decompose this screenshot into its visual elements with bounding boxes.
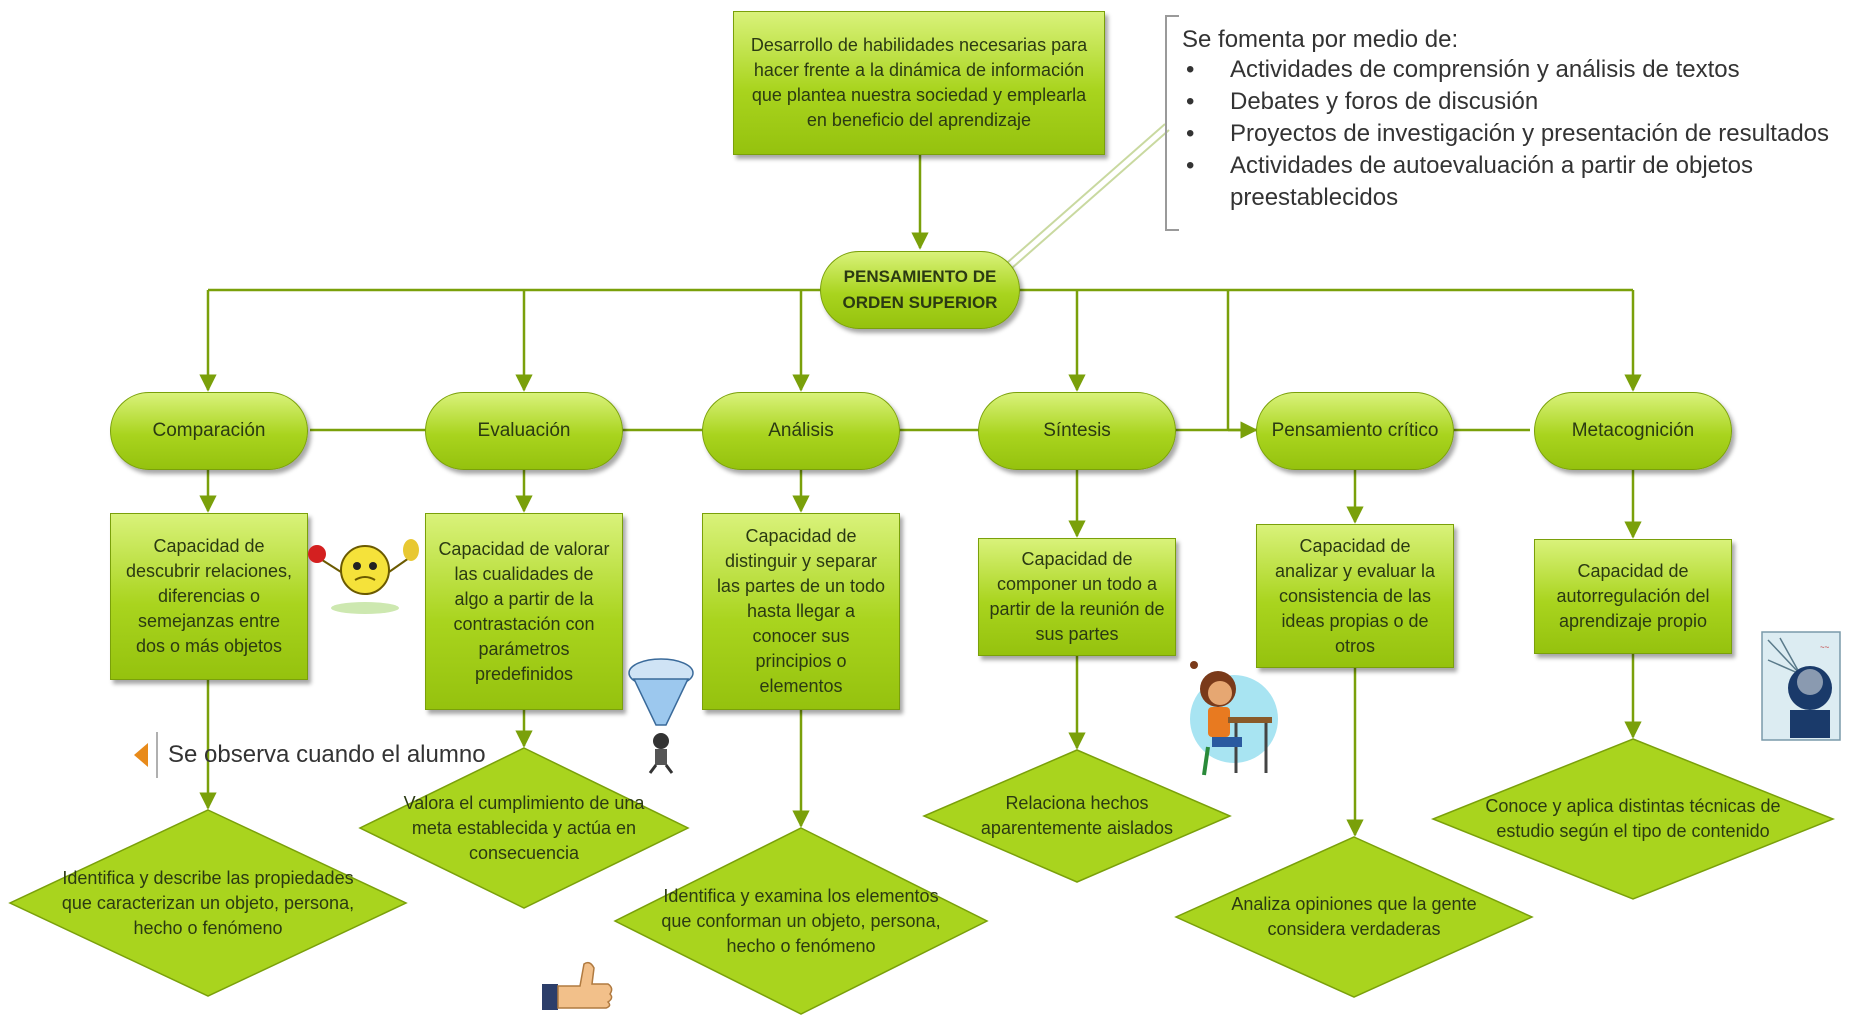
top-goal-text: Desarrollo de habilidades necesarias par… — [750, 35, 1088, 130]
observa-callout: Se observa cuando el alumno — [134, 732, 486, 778]
connector-center-bracket-b — [1011, 129, 1170, 269]
fomenta-item: Debates y foros de discusión — [1180, 86, 1874, 118]
observable-diamond-evaluacion: Valora el cumplimiento de una meta estab… — [358, 747, 690, 909]
fomenta-bracket — [1165, 15, 1179, 231]
diamond-shape — [8, 809, 408, 997]
observable-text: Conoce y aplica distintas técnicas de es… — [1485, 796, 1781, 841]
central-concept-text: PENSAMIENTO DE ORDEN SUPERIOR — [842, 267, 998, 312]
skill-node-pensamiento-critico: Pensamiento crítico — [1256, 392, 1454, 470]
observable-diamond-analisis: Identifica y examina los elementos que c… — [613, 827, 989, 1015]
description-text: Capacidad de componer un todo a partir d… — [989, 549, 1165, 644]
fomenta-item: Proyectos de investigación y presentació… — [1180, 118, 1874, 150]
skill-node-analisis: Análisis — [702, 392, 900, 470]
description-box-pensamiento-critico: Capacidad de analizar y evaluar la consi… — [1256, 524, 1454, 668]
observable-diamond-sintesis: Relaciona hechos aparentemente aislados — [922, 749, 1232, 883]
description-text: Capacidad de analizar y evaluar la consi… — [1274, 535, 1436, 656]
fomenta-title: Se fomenta por medio de: — [1182, 26, 1459, 53]
skill-node-metacognicion: Metacognición — [1534, 392, 1732, 470]
diamond-shape — [922, 749, 1232, 883]
description-text: Capacidad de descubrir relaciones, difer… — [125, 536, 293, 656]
observa-label: Se observa cuando el alumno — [168, 741, 486, 768]
skill-node-comparacion: Comparación — [110, 392, 308, 470]
funnel-thinker-icon — [628, 658, 694, 774]
diamond-shape — [613, 827, 989, 1015]
diamond-shape — [1174, 836, 1534, 998]
description-box-evaluacion: Capacidad de valorar las cualidades de a… — [425, 513, 623, 710]
central-concept-node: PENSAMIENTO DE ORDEN SUPERIOR — [820, 251, 1020, 329]
diamond-shape — [358, 747, 690, 909]
description-text: Capacidad de valorar las cualidades de a… — [438, 538, 610, 684]
observable-text: Identifica y describe las propiedades qu… — [61, 867, 355, 938]
description-box-comparacion: Capacidad de descubrir relaciones, difer… — [110, 513, 308, 680]
skill-node-sintesis: Síntesis — [978, 392, 1176, 470]
skill-name: Análisis — [768, 420, 834, 441]
callout-arrow-icon — [134, 743, 148, 767]
observable-diamond-metacognicion: Conoce y aplica distintas técnicas de es… — [1430, 738, 1836, 900]
skill-name: Pensamiento crítico — [1271, 420, 1439, 441]
observable-diamond-pensamiento-critico: Analiza opiniones que la gente considera… — [1174, 836, 1534, 998]
callout-divider — [156, 732, 158, 778]
fomenta-item: Actividades de autoevaluación a partir d… — [1180, 150, 1874, 214]
observable-text: Valora el cumplimiento de una meta estab… — [403, 792, 645, 863]
brain-network-icon: ~~ — [1761, 631, 1841, 741]
thumbs-up-icon — [542, 961, 613, 1010]
diamond-shape — [1430, 738, 1836, 900]
fomenta-item: Actividades de comprensión y análisis de… — [1180, 54, 1874, 86]
fomenta-list: Actividades de comprensión y análisis de… — [1180, 54, 1874, 214]
observable-text: Relaciona hechos aparentemente aislados — [980, 793, 1174, 838]
description-box-metacognicion: Capacidad de autorregulación del aprendi… — [1534, 539, 1732, 654]
top-goal-box: Desarrollo de habilidades necesarias par… — [733, 11, 1105, 155]
svg-text:~~: ~~ — [1820, 643, 1830, 652]
description-text: Capacidad de autorregulación del aprendi… — [1556, 561, 1710, 631]
skill-name: Síntesis — [1043, 420, 1111, 441]
description-box-analisis: Capacidad de distinguir y separar las pa… — [702, 513, 900, 710]
connector-center-bracket-a — [1007, 123, 1166, 263]
description-text: Capacidad de distinguir y separar las pa… — [716, 526, 886, 696]
observable-diamond-comparacion: Identifica y describe las propiedades qu… — [8, 809, 408, 997]
skill-node-evaluacion: Evaluación — [425, 392, 623, 470]
observable-text: Analiza opiniones que la gente considera… — [1231, 894, 1477, 939]
observable-text: Identifica y examina los elementos que c… — [661, 885, 941, 956]
skill-name: Comparación — [152, 420, 266, 441]
cartoon-face-with-fruit-icon — [308, 539, 419, 614]
skill-name: Evaluación — [477, 420, 571, 441]
student-at-desk-icon — [1190, 661, 1278, 776]
description-box-sintesis: Capacidad de componer un todo a partir d… — [978, 538, 1176, 656]
skill-name: Metacognición — [1571, 420, 1695, 441]
